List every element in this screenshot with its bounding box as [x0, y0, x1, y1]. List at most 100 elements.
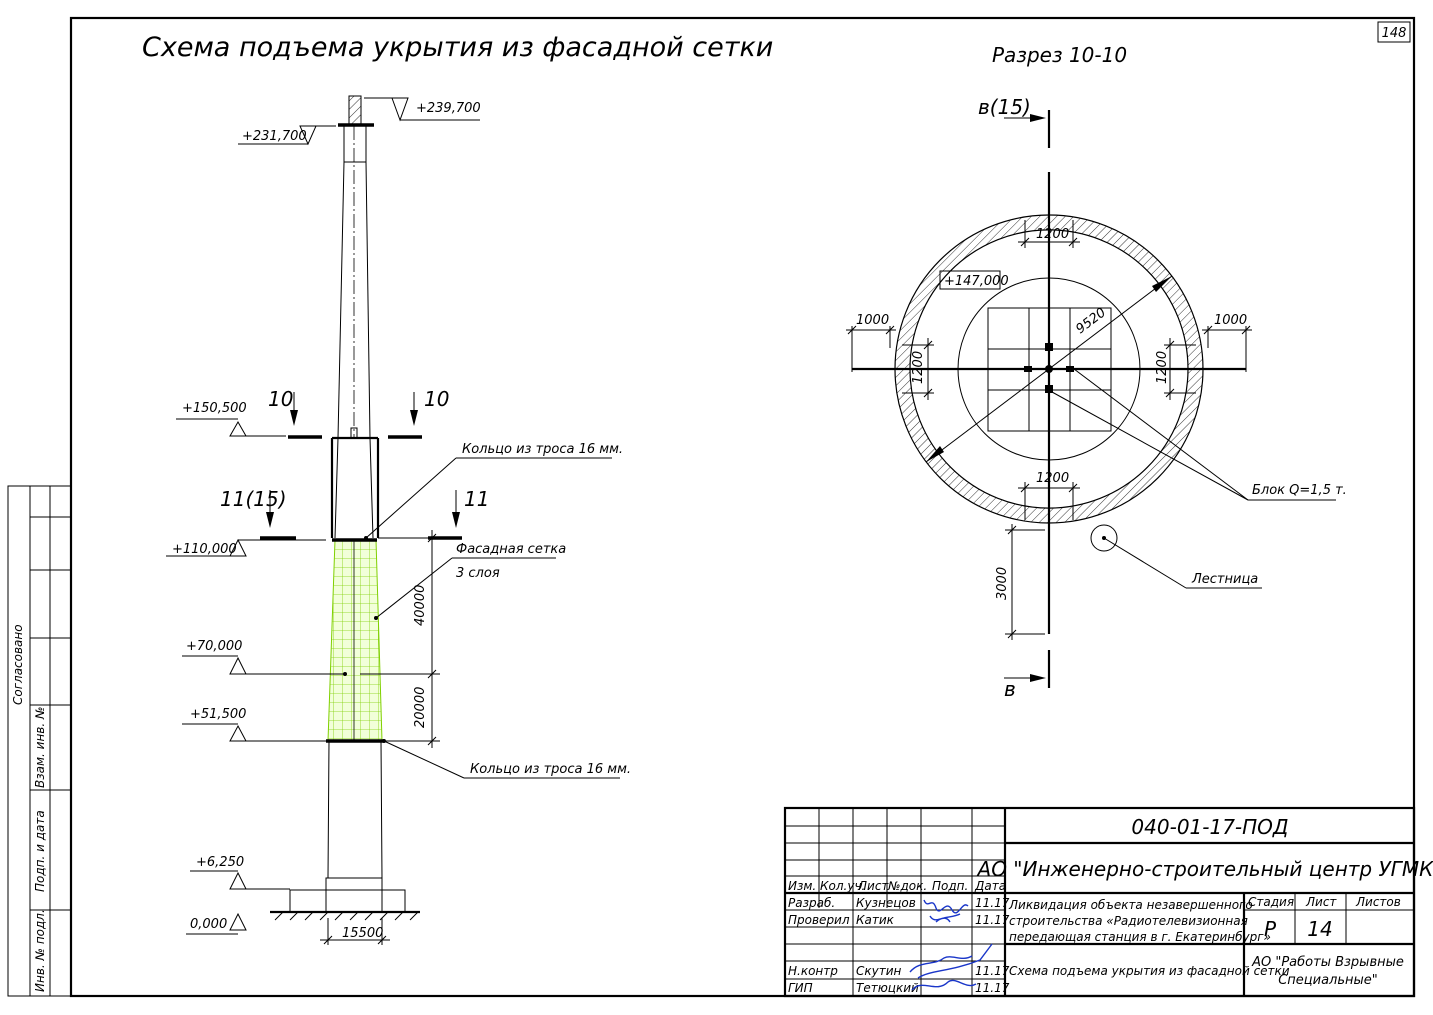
- svg-text:40000: 40000: [413, 585, 428, 626]
- side-soglasovano: Согласовано: [11, 624, 25, 705]
- plan-dim-bottom: 1200: [1018, 471, 1080, 520]
- hdr-list: Лист: [857, 879, 889, 893]
- row-role-3: ГИП: [788, 981, 813, 995]
- mast-top: [348, 95, 362, 125]
- svg-text:3000: 3000: [995, 567, 1010, 600]
- plan-dim-right-outer: 1000: [1202, 313, 1252, 372]
- ladder-symbol: Лестница: [1090, 524, 1262, 589]
- row-name-0: Кузнецов: [856, 896, 916, 910]
- row-name-2: Скутин: [856, 964, 902, 978]
- row-date-0: 11.17: [975, 896, 1010, 910]
- drawing-title: Схема подъема укрытия из фасадной сетки: [142, 32, 773, 63]
- sheet-value: 14: [1307, 917, 1332, 941]
- title-block: Изм. Кол.уч. Лист №док. Подп. Дата Разра…: [783, 806, 1433, 998]
- plan-dim-left-outer: 1000: [846, 313, 896, 372]
- sheet-number-box: 148: [1377, 21, 1411, 43]
- elev-51: +51,500: [182, 707, 326, 742]
- svg-text:Лестница: Лестница: [1191, 572, 1258, 587]
- side-inv: Инв. № подл.: [33, 909, 47, 992]
- svg-text:+150,500: +150,500: [182, 401, 247, 416]
- signature-marks: [909, 899, 993, 991]
- svg-text:1000: 1000: [1214, 313, 1247, 328]
- plan-dim-ladder: 3000: [995, 524, 1045, 640]
- contractor-line-2: Специальные": [1278, 973, 1378, 988]
- hdr-izm: Изм.: [788, 879, 816, 893]
- side-podp: Подп. и дата: [33, 810, 47, 892]
- plan-axis-top: в(15): [978, 95, 1051, 148]
- plan-axis-bottom: в: [1004, 650, 1051, 701]
- row-date-2: 11.17: [975, 964, 1010, 978]
- svg-text:9520: 9520: [1073, 305, 1108, 337]
- row-name-1: Катик: [856, 913, 895, 927]
- callout-ring-bottom: Кольцо из троса 16 мм.: [382, 739, 631, 779]
- svg-text:10: 10: [424, 387, 449, 411]
- block-callout: Блок Q=1,5 т.: [1051, 368, 1347, 501]
- plan-view: в(15) в 9520: [846, 95, 1347, 701]
- drawing-name: Схема подъема укрытия из фасадной сетки: [1009, 964, 1290, 978]
- side-vzam: Взам. инв. №: [33, 707, 47, 788]
- elev-70: +70,000: [182, 639, 347, 676]
- elev-top-tower: +231,700: [238, 125, 336, 146]
- elev-150: +150,500: [176, 401, 286, 437]
- svg-text:+6,250: +6,250: [196, 855, 244, 870]
- svg-text:10: 10: [268, 387, 293, 411]
- hdr-ndok: №док.: [887, 879, 927, 893]
- row-name-3: Тетюцкий: [856, 981, 919, 995]
- svg-text:0,000: 0,000: [190, 917, 227, 932]
- svg-text:1000: 1000: [856, 313, 889, 328]
- base-width-dim: 15500: [342, 926, 383, 941]
- section-title: Разрез 10-10: [992, 43, 1127, 67]
- svg-text:+51,500: +51,500: [190, 707, 246, 722]
- svg-text:1200: 1200: [1036, 471, 1069, 486]
- sheet-header: Лист: [1305, 895, 1337, 909]
- svg-text:1200: 1200: [1036, 227, 1069, 242]
- svg-text:+147,000: +147,000: [944, 274, 1009, 289]
- org-name: АО "Инженерно-строительный центр УГМК": [976, 857, 1433, 881]
- section-mark-11-right: 11: [428, 487, 489, 540]
- foundation: [325, 877, 383, 913]
- plan-level: +147,000: [939, 270, 1009, 290]
- stage-header: Стадия: [1248, 895, 1294, 909]
- elev-top-mast: +239,700: [364, 97, 481, 122]
- row-date-3: 11.17: [975, 981, 1010, 995]
- callout-facade-net: Фасадная сетка 3 слоя: [374, 542, 566, 620]
- section-mark-11-left: 11(15): [220, 487, 296, 540]
- row-date-1: 11.17: [975, 913, 1010, 927]
- svg-text:+231,700: +231,700: [242, 129, 307, 144]
- section-mark-10-left: 10: [268, 387, 322, 439]
- row-role-1: Проверил: [788, 913, 850, 927]
- section-mark-10-right: 10: [388, 387, 449, 439]
- sheets-header: Листов: [1355, 895, 1401, 909]
- svg-text:+70,000: +70,000: [186, 639, 242, 654]
- doc-code: 040-01-17-ПОД: [1131, 815, 1288, 839]
- elev-110: +110,000: [166, 538, 326, 557]
- facade-net: [327, 539, 383, 742]
- elev-6: +6,250: [190, 855, 290, 890]
- sheet-number: 148: [1382, 26, 1407, 41]
- stage-value: Р: [1264, 917, 1277, 941]
- svg-text:+239,700: +239,700: [416, 101, 481, 116]
- svg-text:20000: 20000: [413, 687, 428, 728]
- hdr-koluch: Кол.уч.: [820, 879, 865, 893]
- svg-text:Кольцо из троса 16 мм.: Кольцо из троса 16 мм.: [470, 762, 631, 777]
- elev-0: 0,000: [186, 912, 247, 935]
- hdr-data: Дата: [974, 879, 1006, 893]
- svg-text:Блок Q=1,5 т.: Блок Q=1,5 т.: [1252, 483, 1347, 498]
- side-stamp: Согласовано Взам. инв. № Подп. и дата Ин…: [7, 485, 72, 997]
- svg-text:1200: 1200: [1155, 351, 1170, 384]
- svg-text:в: в: [1004, 677, 1016, 701]
- contractor-line-1: АО "Работы Взрывные: [1251, 955, 1404, 970]
- svg-text:11(15): 11(15): [220, 487, 287, 511]
- plan-dim-left-inner: 1200: [902, 338, 934, 400]
- svg-text:11: 11: [464, 487, 489, 511]
- svg-text:3 слоя: 3 слоя: [456, 566, 500, 581]
- svg-text:+110,000: +110,000: [172, 542, 237, 557]
- tower-elevation: 15500 +231,700 +239,700 +150,500 +110,00…: [166, 95, 631, 945]
- plan-dim-top: 1200: [1018, 220, 1080, 248]
- plan-dim-right-inner: 1200: [1155, 338, 1196, 400]
- object-line-3: передающая станция в г. Екатеринбург»: [1009, 930, 1271, 944]
- svg-text:1200: 1200: [911, 351, 926, 384]
- net-dimensions: 40000 20000: [360, 530, 440, 748]
- svg-text:в(15): в(15): [978, 95, 1031, 119]
